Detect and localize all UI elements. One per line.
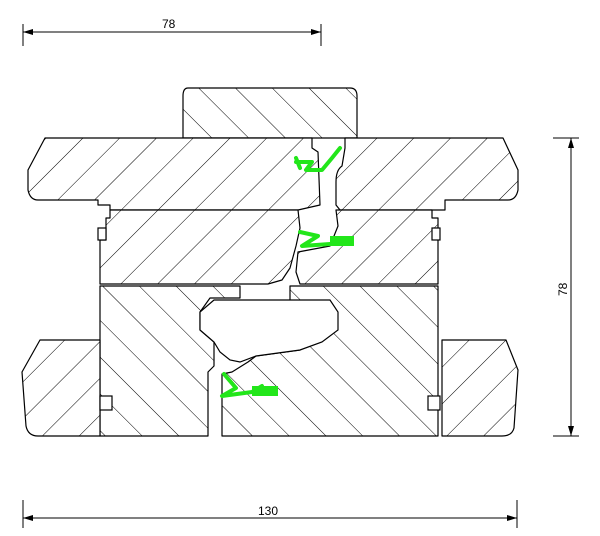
mid-right-slot <box>431 227 441 241</box>
left-sash <box>21 339 101 437</box>
center-chamber <box>199 299 339 363</box>
top-dimension-label: 78 <box>162 17 176 31</box>
upper-seal-gasket <box>294 146 342 172</box>
mid-left-slot <box>97 227 107 241</box>
left-slot-detail <box>99 395 113 411</box>
right-dimension: 78 <box>553 137 579 437</box>
middle-seal-gasket <box>298 230 354 248</box>
middle-transom-right <box>295 209 439 285</box>
bottom-dimension-label: 130 <box>258 504 278 518</box>
upper-frame-left <box>27 137 321 211</box>
right-slot-detail <box>427 395 441 411</box>
middle-transom-left <box>99 209 301 285</box>
top-dimension: 78 <box>22 17 322 46</box>
right-dimension-label: 78 <box>556 282 570 296</box>
upper-frame-right <box>335 137 519 211</box>
right-sash <box>441 339 519 437</box>
top-cap-block <box>182 87 358 139</box>
lower-seal-gasket <box>220 372 278 398</box>
bottom-dimension: 130 <box>22 500 518 528</box>
